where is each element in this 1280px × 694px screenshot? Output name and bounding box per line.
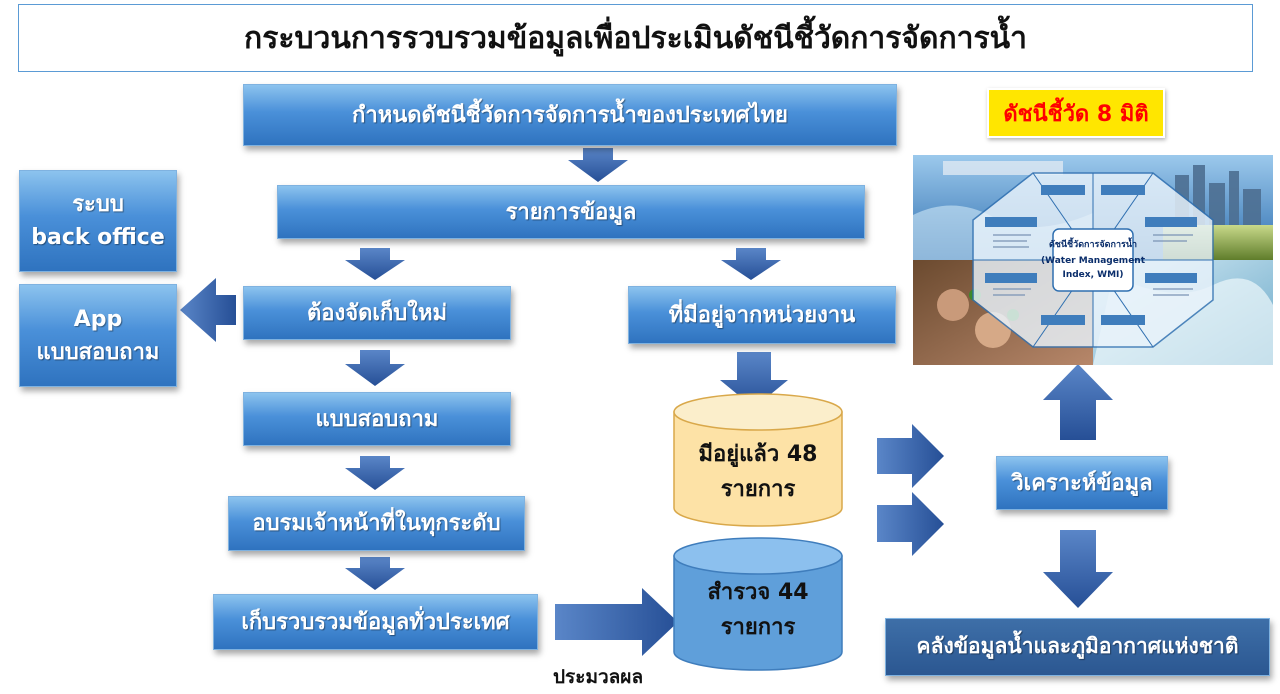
page-title: กระบวนการรวบรวมข้อมูลเพื่อประเมินดัชนีชี…	[18, 4, 1253, 72]
arrow-down-8	[1043, 530, 1113, 608]
app-line1: App	[73, 306, 123, 332]
arrow-down-4	[345, 350, 405, 386]
nationwide-box: เก็บรวบรวมข้อมูลทั่วประเทศ	[213, 594, 538, 650]
arrow-left-1	[180, 278, 236, 342]
arrow-down-3	[721, 248, 781, 280]
from-agencies-box: ที่มีอยู่จากหน่วยงาน	[628, 286, 896, 344]
arrow-down-1	[568, 148, 628, 182]
cylinder-existing-line2: รายการ	[720, 477, 796, 502]
app-line2: แบบสอบถาม	[36, 339, 160, 365]
analyze-box: วิเคราะห์ข้อมูล	[996, 456, 1168, 510]
eight-dimension-badge: ดัชนีชี้วัด 8 มิติ	[987, 88, 1165, 138]
arrow-right-3	[555, 588, 678, 656]
wheel-center-line1: ดัชนีชี้วัดการจัดการน้ำ	[1049, 237, 1137, 250]
arrow-down-5	[345, 456, 405, 490]
wheel-center-line3: Index, WMI)	[1062, 270, 1123, 280]
app-box: App แบบสอบถาม	[19, 284, 177, 387]
data-items-box: รายการข้อมูล	[277, 185, 865, 239]
wmi-wheel-image: ดัชนีชี้วัดการจัดการน้ำ (Water Managemen…	[913, 155, 1273, 365]
process-label: ประมวลผล	[553, 666, 644, 688]
wheel-center-line2: (Water Management	[1041, 256, 1146, 266]
cylinder-survey-line1: สำรวจ 44	[707, 579, 809, 605]
warehouse-box: คลังข้อมูลน้ำและภูมิอากาศแห่งชาติ	[885, 618, 1270, 676]
backoffice-line2: back office	[31, 225, 165, 250]
arrow-right-1	[877, 424, 944, 488]
arrow-down-2	[345, 248, 405, 280]
collect-new-box: ต้องจัดเก็บใหม่	[243, 286, 511, 340]
cylinder-survey-label: สำรวจ 44 รายการ	[672, 562, 844, 658]
arrow-up-1	[1043, 364, 1113, 440]
backoffice-line1: ระบบ	[72, 192, 124, 217]
cylinder-survey-line2: รายการ	[720, 615, 796, 640]
backoffice-box: ระบบ back office	[19, 170, 177, 272]
define-index-box: กำหนดดัชนีชี้วัดการจัดการน้ำของประเทศไทย	[243, 84, 897, 146]
cylinder-existing	[673, 393, 843, 527]
cylinder-survey	[673, 537, 843, 671]
arrow-right-2	[877, 492, 944, 556]
arrow-down-6	[345, 557, 405, 590]
cylinder-existing-line1: มีอยู่แล้ว 48	[698, 441, 818, 467]
questionnaire-box: แบบสอบถาม	[243, 392, 511, 446]
cylinder-existing-label: มีอยู่แล้ว 48 รายการ	[672, 424, 844, 520]
training-box: อบรมเจ้าหน้าที่ในทุกระดับ	[228, 496, 525, 551]
